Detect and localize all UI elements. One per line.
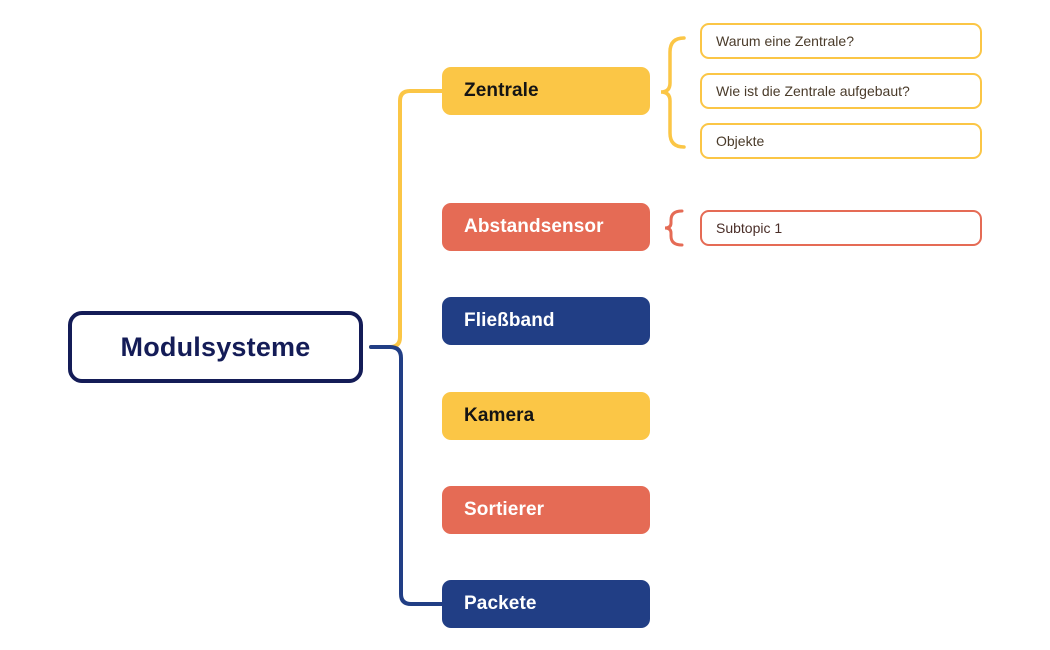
topic-zentrale[interactable]: Zentrale: [442, 67, 650, 115]
topic-label: Abstandsensor: [464, 216, 604, 237]
subtopic-subtopic-1[interactable]: Subtopic 1: [700, 210, 982, 246]
branch-navy-lower: [369, 345, 444, 606]
subtopic-objekte[interactable]: Objekte: [700, 123, 982, 159]
branch-yellow-upper: [369, 89, 444, 349]
topic-label: Packete: [464, 593, 537, 614]
subtopic-wie-ist-die-zentrale-aufgebaut[interactable]: Wie ist die Zentrale aufgebaut?: [700, 73, 982, 109]
topic-label: Fließband: [464, 310, 555, 331]
subtopic-label: Wie ist die Zentrale aufgebaut?: [716, 83, 910, 99]
subtopic-label: Objekte: [716, 133, 765, 149]
topic-label: Zentrale: [464, 80, 539, 101]
root-node[interactable]: Modulsysteme: [68, 311, 363, 383]
topic-kamera[interactable]: Kamera: [442, 392, 650, 440]
topic-fliessband[interactable]: Fließband: [442, 297, 650, 345]
topic-sortierer[interactable]: Sortierer: [442, 486, 650, 534]
brace-abstandsensor: [664, 209, 684, 247]
topic-label: Kamera: [464, 405, 535, 426]
subtopic-label: Subtopic 1: [716, 220, 783, 236]
topic-abstandsensor[interactable]: Abstandsensor: [442, 203, 650, 251]
subtopic-label: Warum eine Zentrale?: [716, 33, 854, 49]
brace-zentrale: [660, 36, 686, 149]
subtopic-warum-eine-zentrale[interactable]: Warum eine Zentrale?: [700, 23, 982, 59]
topic-packete[interactable]: Packete: [442, 580, 650, 628]
root-label: Modulsysteme: [120, 331, 311, 362]
topic-label: Sortierer: [464, 499, 545, 520]
